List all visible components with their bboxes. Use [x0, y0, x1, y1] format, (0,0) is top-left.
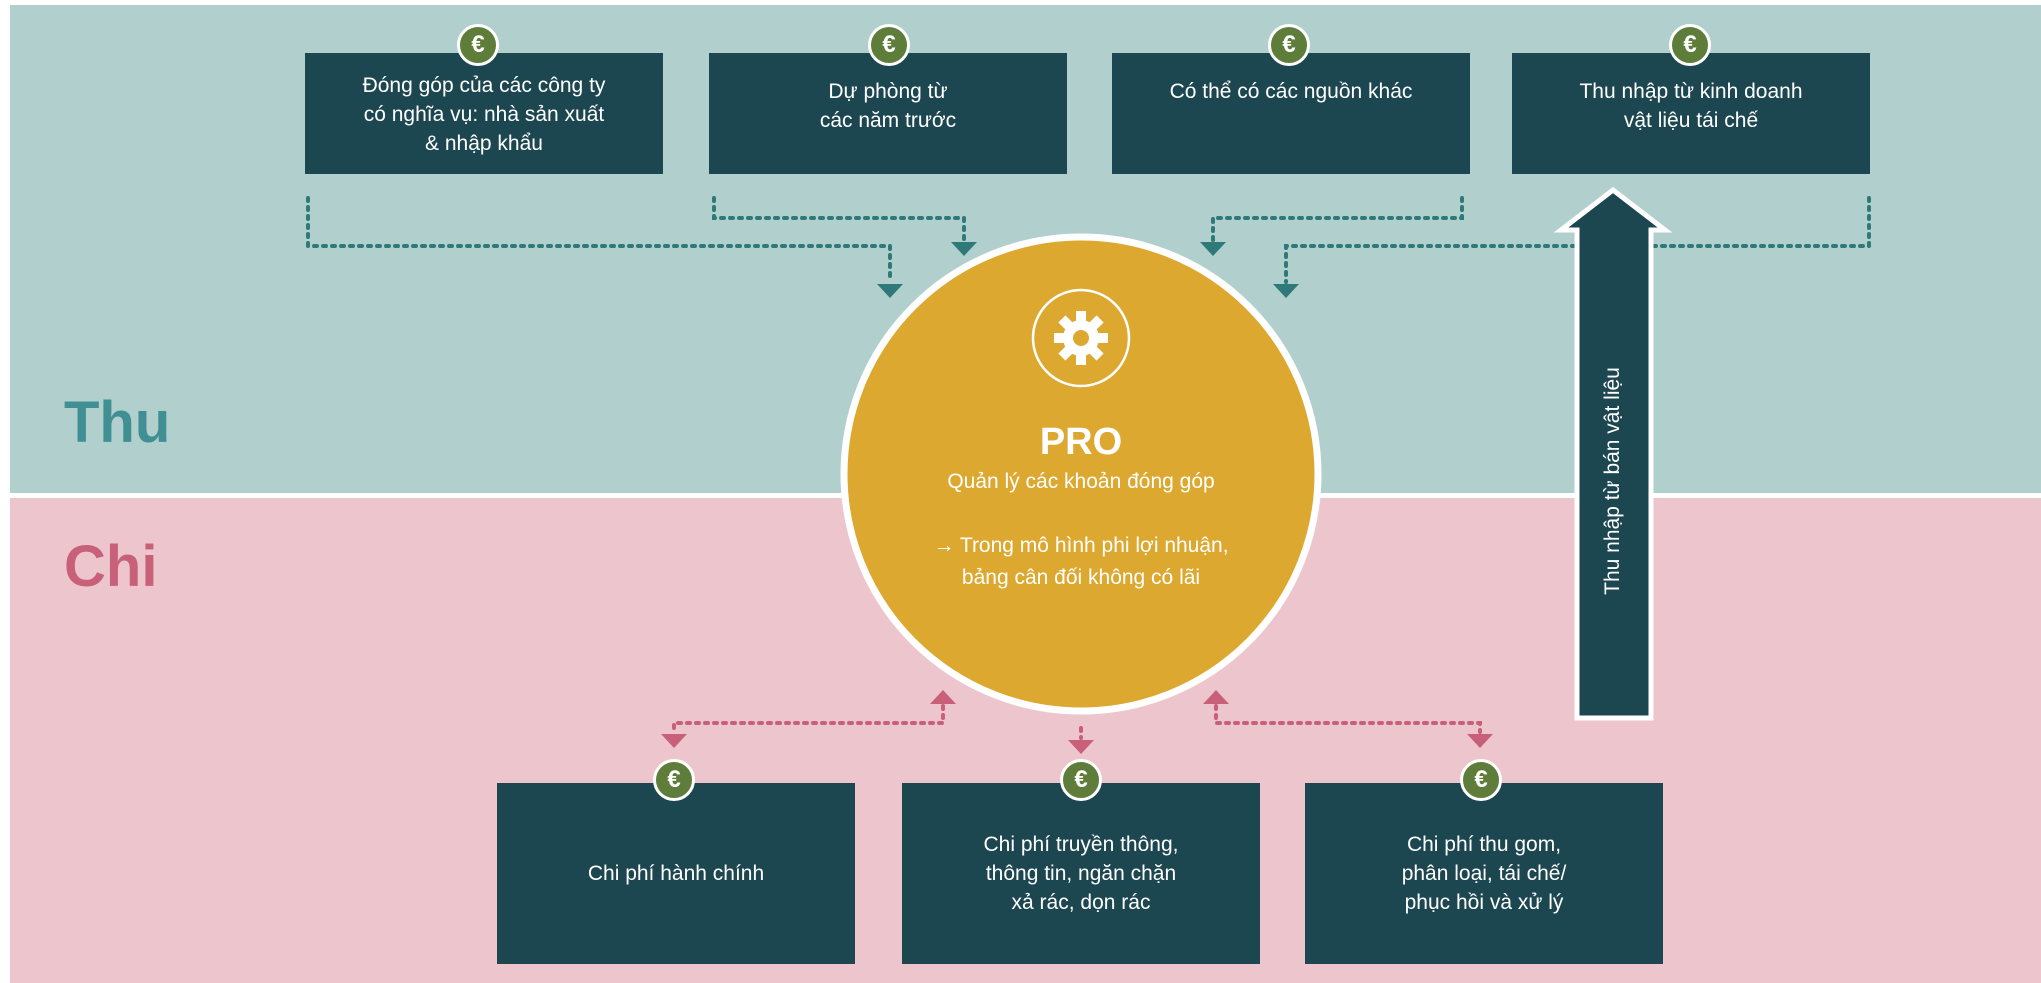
- expense-box-label: Chi phí truyền thông, thông tin, ngăn ch…: [983, 833, 1179, 914]
- expense-section-label: Chi: [64, 534, 158, 599]
- euro-icon: €: [457, 24, 499, 66]
- material-sales-label: Thu nhập từ bán vật liệu: [1601, 367, 1624, 595]
- expense-box-label: Chi phí thu gom, phân loại, tái chế/ phụ…: [1401, 833, 1567, 914]
- center-title: PRO: [1039, 421, 1123, 463]
- arrowhead-expense-3-up: [1203, 690, 1229, 704]
- arrowhead-expense-2-down: [1068, 740, 1094, 754]
- material-sales-arrow: [1553, 186, 1673, 721]
- arrowhead-income-3: [1200, 242, 1226, 256]
- income-box-label: Thu nhập từ kinh doanh vật liệu tái chế: [1579, 80, 1803, 132]
- euro-icon: €: [1460, 759, 1502, 801]
- gear-icon: [1054, 311, 1108, 365]
- connector-income-2: [712, 196, 966, 242]
- connector-income-3: [1211, 196, 1464, 242]
- expense-box-label: Chi phí hành chính: [587, 862, 765, 885]
- center-subtitle: Quản lý các khoản đóng góp: [947, 470, 1215, 493]
- income-box-label: Có thể có các nguồn khác: [1169, 80, 1413, 103]
- income-box-label: Dự phòng từ các năm trước: [819, 80, 957, 132]
- arrowhead-income-4: [1273, 284, 1299, 298]
- arrowhead-expense-1-up: [930, 690, 956, 704]
- connector-expense-3: [1214, 704, 1482, 734]
- income-box-recycling-business: Thu nhập từ kinh doanh vật liệu tái chế: [1512, 53, 1870, 174]
- euro-icon: €: [653, 759, 695, 801]
- expense-box-collection: Chi phí thu gom, phân loại, tái chế/ phụ…: [1305, 783, 1663, 964]
- connector-expense-1: [672, 704, 945, 734]
- gear-icon-ring: [1031, 288, 1131, 388]
- expense-box-communication: Chi phí truyền thông, thông tin, ngăn ch…: [902, 783, 1260, 964]
- arrowhead-income-2: [951, 242, 977, 256]
- euro-icon: €: [1669, 24, 1711, 66]
- income-box-other-sources: Có thể có các nguồn khác: [1112, 53, 1470, 174]
- income-box-reserves: Dự phòng từ các năm trước: [709, 53, 1067, 174]
- connector-income-4: [1284, 196, 1871, 284]
- arrowhead-expense-1-down: [661, 734, 687, 748]
- arrowhead-expense-3-down: [1467, 734, 1493, 748]
- euro-icon: €: [868, 24, 910, 66]
- expense-box-administrative: Chi phí hành chính: [497, 783, 855, 964]
- euro-icon: €: [1268, 24, 1310, 66]
- income-section-label: Thu: [64, 390, 171, 455]
- euro-icon: €: [1060, 759, 1102, 801]
- income-box-obligated-contributions: Đóng góp của các công ty có nghĩa vụ: nh…: [305, 53, 663, 174]
- income-box-label: Đóng góp của các công ty có nghĩa vụ: nh…: [362, 74, 606, 155]
- connector-income-1: [306, 196, 892, 284]
- pro-circle: [840, 233, 1322, 715]
- arrowhead-income-1: [877, 284, 903, 298]
- center-note: → Trong mô hình phi lợi nhuận, bảng cân …: [933, 534, 1229, 589]
